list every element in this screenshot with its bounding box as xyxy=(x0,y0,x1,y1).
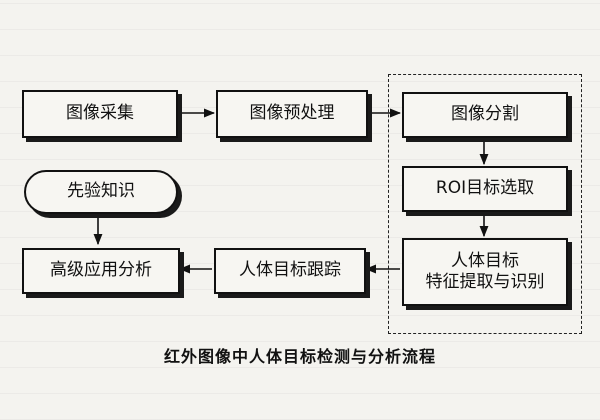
node-image-preprocess-label: 图像预处理 xyxy=(249,103,335,124)
node-image-capture-label: 图像采集 xyxy=(66,103,134,124)
node-prior-knowledge-label: 先验知识 xyxy=(67,181,135,202)
node-image-capture: 图像采集 xyxy=(22,90,178,138)
node-roi-select-label: ROI目标选取 xyxy=(435,178,535,199)
node-image-segment-label: 图像分割 xyxy=(451,104,519,125)
diagram-caption: 红外图像中人体目标检测与分析流程 xyxy=(163,347,436,366)
node-roi-select: ROI目标选取 xyxy=(402,166,568,212)
node-image-segment: 图像分割 xyxy=(402,92,568,138)
node-feature-extraction: 人体目标 特征提取与识别 xyxy=(402,238,568,306)
node-prior-knowledge: 先验知识 xyxy=(24,170,178,214)
dashed-group-region xyxy=(388,74,582,334)
node-high-level-application-label: 高级应用分析 xyxy=(50,260,152,281)
node-image-preprocess: 图像预处理 xyxy=(216,90,368,138)
node-feature-extraction-line1: 人体目标 xyxy=(451,250,519,271)
node-high-level-application: 高级应用分析 xyxy=(22,248,180,294)
node-feature-extraction-line2: 特征提取与识别 xyxy=(425,272,545,292)
node-body-tracking: 人体目标跟踪 xyxy=(214,248,366,294)
node-body-tracking-label: 人体目标跟踪 xyxy=(239,260,341,281)
